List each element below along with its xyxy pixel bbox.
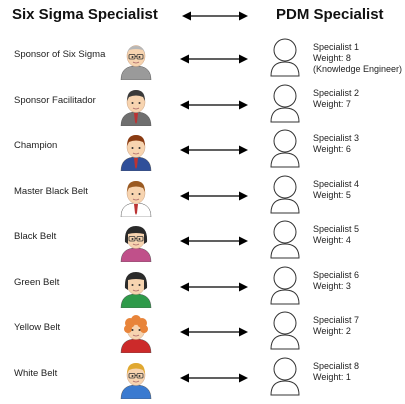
blonde-glasses-avatar-icon <box>116 357 156 399</box>
person-outline-icon <box>268 83 302 123</box>
six-sigma-role-label: Sponsor Facilitador <box>14 94 96 106</box>
double-arrow-icon <box>180 234 248 246</box>
pdm-weight-text: Weight: 3 <box>313 280 351 291</box>
person-outline-icon <box>268 356 302 396</box>
six-sigma-role-label: Yellow Belt <box>14 322 61 333</box>
pdm-weight-text: Weight: 4 <box>313 235 351 245</box>
pdm-specialist-text: Specialist 3 <box>313 133 360 143</box>
pdm-specialist-text: Specialist 8 <box>313 360 360 371</box>
pdm-specialist-header: PDM Specialist <box>276 6 384 23</box>
man-blue-suit-avatar-icon <box>116 129 156 172</box>
double-arrow-icon <box>180 189 248 201</box>
double-arrow-icon <box>180 98 248 110</box>
pdm-weight-text: Weight: 7 <box>313 98 351 109</box>
six-sigma-role-label: Green Belt <box>14 276 60 288</box>
six-sigma-role-label: Master Black Belt <box>14 185 88 197</box>
six-sigma-specialist-header: Six Sigma Specialist <box>12 6 158 23</box>
pdm-weight-text: Weight: 1 <box>313 371 351 382</box>
double-arrow-icon <box>180 325 248 337</box>
six-sigma-role-label: Champion <box>14 140 58 151</box>
pdm-weight-text: Weight: 2 <box>313 326 351 336</box>
six-sigma-role-label: Sponsor of Six Sigma <box>14 49 106 60</box>
pdm-specialist-text: Specialist 4 <box>313 178 360 189</box>
pdm-weight-text: Weight: 5 <box>313 189 351 200</box>
person-outline-icon <box>268 219 302 259</box>
man-suit-avatar-icon <box>116 84 156 126</box>
man-tie-avatar-icon <box>116 175 156 217</box>
person-outline-icon <box>268 265 302 305</box>
six-sigma-role-label: Black Belt <box>14 231 57 242</box>
person-outline-icon <box>268 310 302 350</box>
pdm-specialist-text: Specialist 6 <box>313 269 360 280</box>
pdm-weight-text: Weight: 8 <box>313 53 351 63</box>
pdm-specialist-text: Specialist 1 <box>313 42 360 52</box>
person-outline-icon <box>268 37 302 77</box>
pdm-weight-text: Weight: 6 <box>313 144 351 154</box>
curly-red-avatar-icon <box>116 311 156 354</box>
woman-glasses-avatar-icon <box>116 220 156 263</box>
double-arrow-icon <box>180 371 248 383</box>
person-outline-icon <box>268 174 302 214</box>
pdm-specialist-text: Specialist 5 <box>313 224 360 234</box>
double-arrow-icon <box>180 143 248 155</box>
pdm-specialist-text: Specialist 7 <box>313 315 360 325</box>
pdm-note-text: (Knowledge Engineer) <box>313 64 403 74</box>
pdm-specialist-text: Specialist 2 <box>313 87 360 98</box>
person-outline-icon <box>268 128 302 168</box>
double-arrow-icon <box>180 280 248 292</box>
elderly-man-glasses-avatar-icon <box>116 38 156 81</box>
six-sigma-role-label: White Belt <box>14 367 58 379</box>
woman-green-avatar-icon <box>116 266 156 308</box>
header-double-arrow-icon <box>182 11 248 21</box>
double-arrow-icon <box>180 52 248 64</box>
